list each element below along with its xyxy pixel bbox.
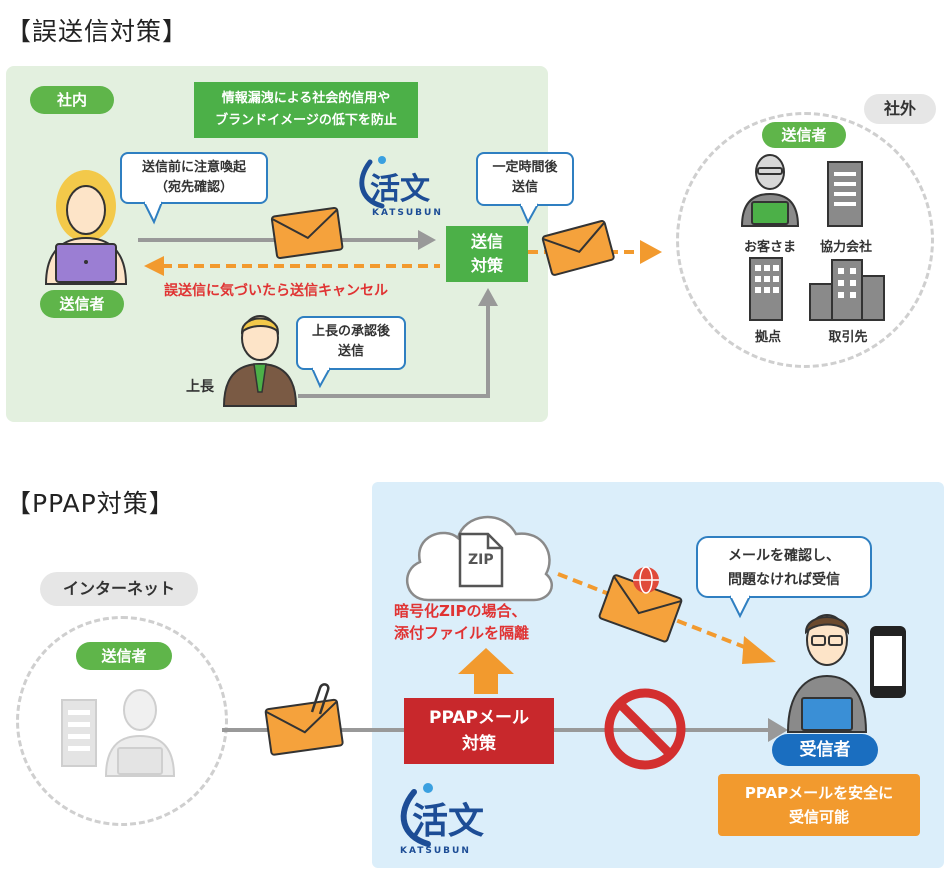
safe-line1: PPAPメールを安全に bbox=[744, 784, 894, 802]
internet-label: インターネット bbox=[40, 572, 198, 606]
bubble-before-send: 送信前に注意喚起 （宛先確認） bbox=[120, 152, 268, 204]
bubble-approval-line2: 送信 bbox=[337, 344, 364, 359]
logo-sub: KATSUBUN bbox=[372, 208, 443, 218]
isolate-text: 暗号化ZIPの場合、 添付ファイルを隔離 bbox=[394, 600, 529, 644]
mail-envelope-icon bbox=[541, 220, 615, 276]
recipient-label-customer: お客さま bbox=[743, 240, 796, 255]
section2-heading: 【PPAP対策】 bbox=[6, 489, 175, 518]
zip-file-icon bbox=[458, 532, 504, 588]
receiver-person-icon bbox=[786, 614, 868, 733]
ppap-measure-line2: 対策 bbox=[462, 734, 496, 754]
faded-sender-person-icon bbox=[104, 689, 176, 777]
recipient-label-client: 取引先 bbox=[828, 330, 868, 345]
bubble-before-line2: （宛先確認） bbox=[154, 180, 233, 195]
ppap-measure-line1: PPAPメール bbox=[429, 708, 529, 728]
approval-arrow bbox=[298, 288, 498, 398]
measure-line1: 送信 bbox=[470, 232, 503, 251]
recipient-label-partner: 協力会社 bbox=[819, 240, 872, 255]
paperclip-icon bbox=[310, 683, 330, 715]
logo-sub: KATSUBUN bbox=[400, 846, 471, 856]
bubble-delay-line2: 送信 bbox=[511, 180, 538, 195]
external-label: 社外 bbox=[864, 94, 936, 124]
bubble-delay-line1: 一定時間後 bbox=[492, 160, 558, 175]
zip-label: ZIP bbox=[468, 552, 494, 568]
katsubun-logo: 活文 KATSUBUN bbox=[392, 778, 492, 862]
boss-icon bbox=[222, 315, 298, 407]
send-measure-box: 送信 対策 bbox=[446, 226, 528, 282]
recipient-label-branch: 拠点 bbox=[754, 330, 781, 345]
prohibited-icon bbox=[604, 688, 686, 770]
bubble-check-line1: メールを確認し、 bbox=[728, 548, 840, 564]
isolate-line1: 暗号化ZIPの場合、 bbox=[394, 602, 527, 620]
isolate-up-arrow bbox=[458, 648, 514, 694]
bubble-check-tail bbox=[729, 594, 751, 619]
section1-heading: 【誤送信対策】 bbox=[6, 17, 189, 46]
measure-line2: 対策 bbox=[470, 256, 503, 275]
sender-woman-icon bbox=[44, 170, 128, 285]
bubble-approval-line1: 上長の承認後 bbox=[311, 324, 390, 339]
cancel-arrow bbox=[144, 256, 440, 276]
client-building-icon bbox=[809, 259, 885, 321]
isolate-line2: 添付ファイルを隔離 bbox=[394, 624, 530, 642]
internet-sender-circle bbox=[16, 616, 228, 826]
logo-swoosh-icon bbox=[400, 783, 433, 847]
cancel-text: 誤送信に気づいたら送信キャンセル bbox=[164, 283, 388, 299]
bubble-delay-tail bbox=[519, 202, 539, 225]
logo-text: 活文 bbox=[412, 801, 485, 842]
branch-building-icon bbox=[749, 257, 783, 321]
bubble-approval: 上長の承認後 送信 bbox=[296, 316, 406, 370]
boss-label: 上長 bbox=[186, 379, 214, 395]
bubble-delay-send: 一定時間後 送信 bbox=[476, 152, 574, 206]
internal-label: 社内 bbox=[30, 86, 114, 114]
external-recipients-circle bbox=[676, 112, 934, 368]
mail-envelope-icon bbox=[270, 206, 344, 259]
goal-line2: ブランドイメージの低下を防止 bbox=[215, 113, 397, 128]
ppap-measure-box: PPAPメール 対策 bbox=[404, 698, 554, 764]
safe-receive-box: PPAPメールを安全に 受信可能 bbox=[718, 774, 920, 836]
partner-building-icon bbox=[827, 161, 863, 227]
goal-box: 情報漏洩による社会的信用や ブランドイメージの低下を防止 bbox=[194, 82, 418, 138]
bubble-before-line1: 送信前に注意喚起 bbox=[141, 160, 246, 175]
bubble-check-line2: 問題なければ受信 bbox=[728, 572, 840, 588]
goal-line1: 情報漏洩による社会的信用や bbox=[221, 91, 391, 106]
bubble-approval-tail bbox=[311, 366, 331, 389]
safe-line2: 受信可能 bbox=[788, 808, 849, 826]
web-mail-icon bbox=[598, 566, 683, 643]
faded-building-icon bbox=[61, 699, 97, 767]
katsubun-logo: 活文 KATSUBUN bbox=[352, 150, 442, 220]
smartphone-icon bbox=[870, 626, 906, 698]
globe-icon bbox=[633, 566, 659, 594]
recipients-title: 送信者 bbox=[762, 122, 846, 148]
receiver-label: 受信者 bbox=[772, 734, 878, 766]
bubble-before-tail bbox=[143, 200, 163, 225]
customer-icon bbox=[740, 154, 800, 227]
internet-sender-label: 送信者 bbox=[76, 642, 172, 670]
attachment-mail-icon bbox=[264, 683, 344, 756]
logo-swoosh-icon bbox=[359, 156, 386, 209]
sender-label: 送信者 bbox=[40, 290, 124, 318]
logo-text: 活文 bbox=[370, 172, 430, 207]
bubble-check-mail: メールを確認し、 問題なければ受信 bbox=[696, 536, 872, 598]
